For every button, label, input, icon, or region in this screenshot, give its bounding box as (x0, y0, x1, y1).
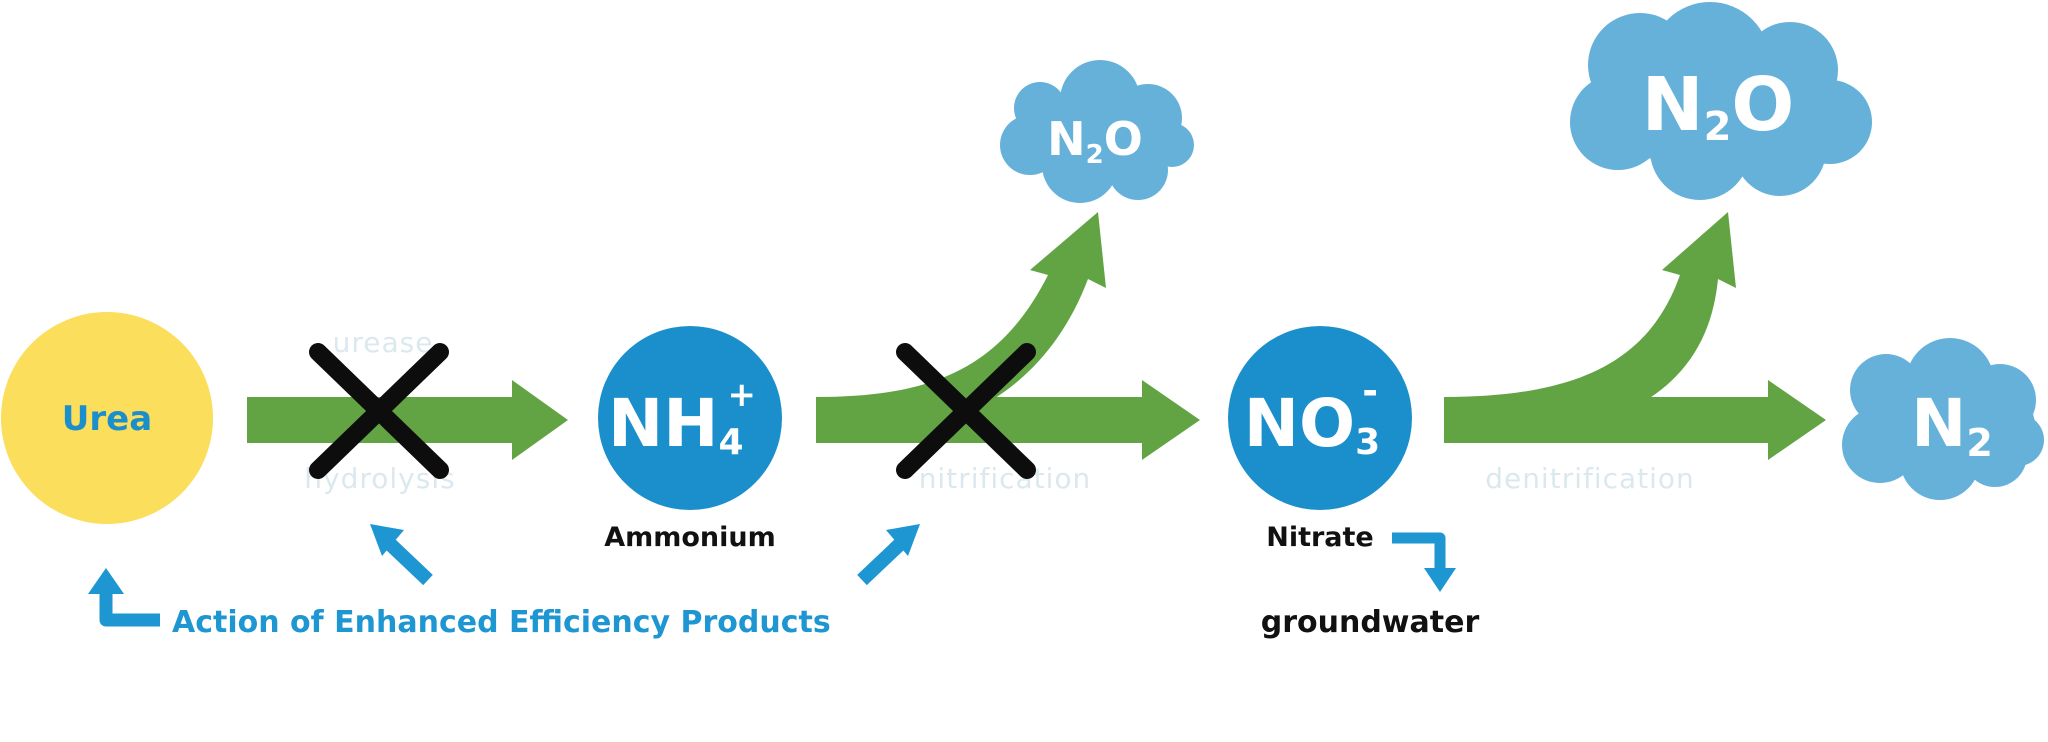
n2o-large-base: N (1642, 62, 1704, 148)
block-x-icon (309, 343, 449, 479)
n2o-small-tail: O (1104, 112, 1143, 166)
nitrate-formula: NO3 - (1244, 369, 1380, 463)
blue-arrow-icon (370, 524, 433, 586)
groundwater-label: groundwater (1261, 605, 1480, 640)
n2-cloud: N2 (1842, 338, 2044, 500)
n2-base: N (1911, 385, 1966, 462)
ammonium-formula-sub: 4 (718, 422, 743, 463)
ammonium-formula: NH4 + (608, 375, 756, 463)
n2o-large-sub: 2 (1704, 104, 1732, 150)
nitrate-formula-sub: 3 (1355, 422, 1380, 463)
nitrate-formula-sup: - (1362, 369, 1378, 413)
n2o-small-cloud: N2O (1000, 60, 1194, 203)
eep-action-label: Action of Enhanced Efficiency Products (172, 605, 831, 640)
nitrate-caption: Nitrate (1266, 522, 1374, 553)
n2o-large-tail: O (1731, 62, 1794, 148)
n2o-large-cloud: N2O (1570, 2, 1872, 200)
cloud-icon (1570, 2, 1872, 200)
blue-arrow-icon (857, 524, 920, 586)
ammonium-node: NH4 + (598, 326, 782, 510)
blue-arrow-icon (88, 568, 160, 627)
nitrate-node: NO3 - (1228, 326, 1412, 510)
process-nitrification-label: nitrification (919, 462, 1092, 495)
nitrate-formula-base: NO (1244, 385, 1355, 462)
urea-label: Urea (62, 399, 152, 439)
urea-node: Urea (1, 312, 213, 524)
n2o-large-formula: N2O (1642, 62, 1795, 150)
ammonium-caption: Ammonium (604, 522, 776, 553)
n2-sub: 2 (1966, 421, 1992, 465)
n2o-small-base: N (1047, 112, 1086, 166)
arrow-urea-to-ammonium (247, 380, 568, 460)
ammonium-formula-sup: + (728, 375, 757, 415)
cloud-icon (1842, 338, 2044, 500)
n2o-small-formula: N2O (1047, 112, 1143, 170)
ammonium-formula-base: NH (608, 385, 718, 462)
cloud-icon (1000, 60, 1194, 203)
n2-formula: N2 (1911, 385, 1993, 465)
n2o-small-sub: 2 (1086, 140, 1104, 170)
groundwater-arrow-icon (1392, 532, 1456, 592)
block-x-icon (896, 343, 1036, 479)
arrow-nitrate-to-n2o (1444, 212, 1736, 443)
process-urease-label: urease (333, 326, 434, 359)
arrow-ammonium-to-n2o (816, 212, 1106, 443)
process-denitrification-label: denitrification (1485, 462, 1695, 495)
